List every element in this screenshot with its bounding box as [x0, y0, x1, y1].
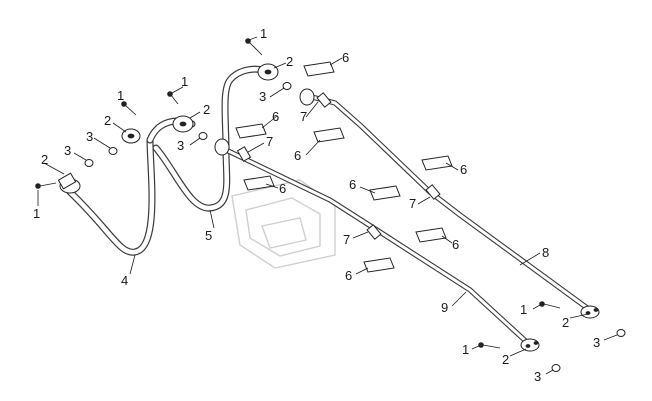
clamp-parts [235, 61, 453, 273]
callout-6-d: 6 [279, 181, 286, 196]
flange-fitting-b [172, 115, 194, 133]
callout-2-b: 2 [104, 113, 111, 128]
callout-2-f: 2 [502, 352, 509, 367]
callout-7-d: 7 [343, 232, 350, 247]
callout-8: 8 [542, 245, 549, 260]
callout-3-a: 3 [64, 143, 71, 158]
callout-6-c: 6 [294, 148, 301, 163]
pipe-end-flange-8 [299, 88, 600, 319]
callout-2-a: 2 [41, 152, 48, 167]
callout-6-a: 6 [342, 50, 349, 65]
callout-9: 9 [441, 300, 448, 315]
callout-6-f: 6 [349, 177, 356, 192]
callout-7-b: 7 [266, 134, 273, 149]
watermark-logo [231, 179, 336, 269]
callout-3-d: 3 [259, 89, 266, 104]
flange-fitting-c [257, 63, 279, 81]
hose-4 [66, 136, 156, 256]
callout-6-e: 6 [460, 162, 467, 177]
elbow-fitting-left [57, 172, 81, 194]
callout-2-d: 2 [286, 54, 293, 69]
callout-3-f: 3 [534, 369, 541, 384]
pipe-9 [219, 145, 533, 348]
callout-7-c: 7 [409, 196, 416, 211]
callout-labels: 1 1 1 1 1 1 2 2 2 2 2 2 3 3 3 3 3 3 4 5 … [33, 26, 600, 384]
callout-3-c: 3 [177, 138, 184, 153]
o-ring-parts [84, 82, 626, 372]
callout-6-h: 6 [345, 268, 352, 283]
callout-1-e: 1 [520, 302, 527, 317]
callout-6-g: 6 [452, 237, 459, 252]
callout-4: 4 [121, 273, 128, 288]
callout-1-d: 1 [260, 26, 267, 41]
pipe-end-flange-9 [214, 138, 540, 352]
collar-parts [236, 92, 441, 240]
callout-1-a: 1 [33, 206, 40, 221]
callout-1-f: 1 [462, 342, 469, 357]
callout-6-b: 6 [272, 109, 279, 124]
callout-1-c: 1 [181, 74, 188, 89]
callout-2-c: 2 [203, 102, 210, 117]
callout-3-e: 3 [593, 335, 600, 350]
callout-5: 5 [205, 228, 212, 243]
callout-2-e: 2 [562, 315, 569, 330]
flange-fitting-a [121, 128, 141, 144]
callout-1-b: 1 [117, 88, 124, 103]
callout-3-b: 3 [86, 129, 93, 144]
bolt-parts [35, 38, 561, 349]
callout-7-a: 7 [300, 109, 307, 124]
leader-lines [37, 36, 618, 375]
